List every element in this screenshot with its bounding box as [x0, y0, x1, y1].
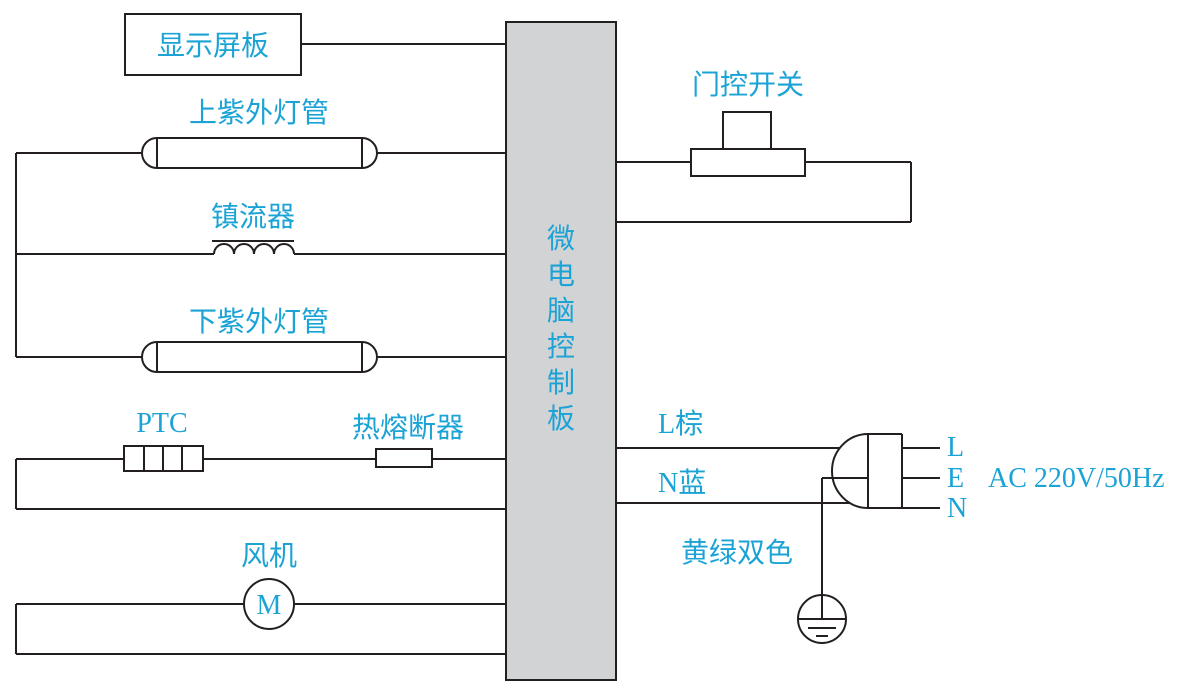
control-board-label: 微 电 脑 控 制 板	[547, 222, 575, 435]
ballast-inductor	[212, 240, 295, 255]
lower-uv-lamp	[141, 341, 378, 373]
thermal-fuse	[375, 448, 433, 468]
thermal-fuse-label: 热熔断器	[352, 411, 464, 444]
display-panel-box	[124, 13, 302, 76]
power-spec-label: AC 220V/50Hz	[988, 463, 1165, 494]
plug-n-label: N	[947, 493, 967, 524]
wire-l-label: L棕	[658, 408, 703, 440]
display-panel-label: 显示屏板	[157, 29, 269, 62]
ground-wire-label: 黄绿双色	[681, 536, 793, 569]
ptc-heater	[123, 445, 204, 472]
door-switch	[690, 111, 806, 177]
control-board-char: 板	[547, 402, 575, 435]
control-board-char: 脑	[547, 294, 575, 327]
motor-symbol: M	[257, 590, 282, 621]
door-switch-label: 门控开关	[692, 68, 804, 101]
plug-l-label: L	[947, 432, 964, 463]
ballast-label: 镇流器	[211, 200, 295, 233]
lower-uv-lamp-label: 下紫外灯管	[189, 305, 329, 338]
plug-e-label: E	[947, 463, 964, 494]
control-board-char: 微	[547, 222, 575, 255]
control-board-char: 制	[547, 366, 575, 399]
fan-label: 风机	[241, 539, 297, 572]
ground-symbol	[797, 594, 847, 644]
ptc-label: PTC	[136, 408, 187, 439]
wire-n-label: N蓝	[658, 467, 706, 499]
control-board-char: 控	[547, 330, 575, 363]
upper-uv-lamp	[141, 137, 378, 169]
control-board-char: 电	[547, 258, 575, 291]
upper-uv-lamp-label: 上紫外灯管	[189, 96, 329, 129]
control-board	[505, 21, 617, 681]
power-plug	[831, 432, 940, 510]
